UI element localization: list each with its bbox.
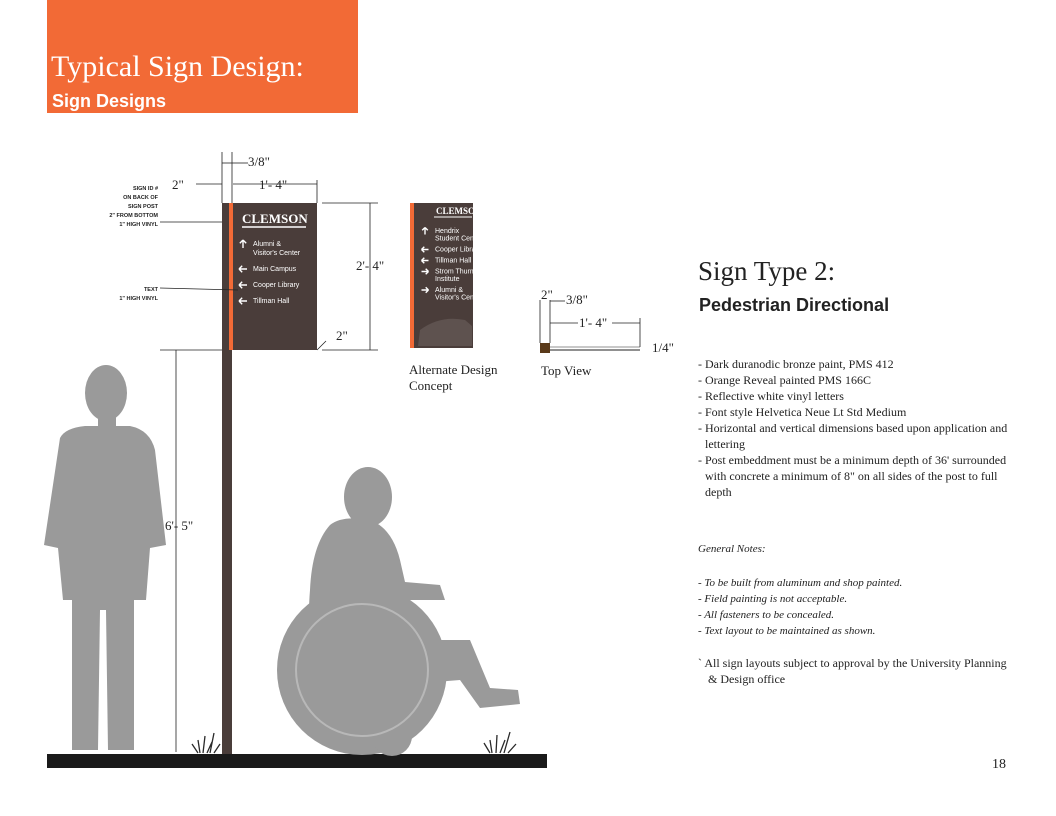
sign-direction-label: Tillman Hall	[435, 258, 472, 265]
sign-direction-label: Alumni &	[435, 287, 463, 294]
svg-text:1'- 4": 1'- 4"	[579, 315, 607, 330]
right-arrow-icon	[421, 268, 429, 275]
sign-direction-label: Cooper Library	[253, 282, 300, 289]
sign-logo: CLEMSON	[242, 211, 308, 226]
wheelchair-person-silhouette	[277, 467, 520, 756]
sign-direction-label: Strom Thurmond	[435, 269, 487, 276]
dimension-post-height: 6'- 5"	[165, 518, 193, 533]
note-item: - Text layout to be maintained as shown.	[698, 625, 876, 637]
tiger-mark-icon	[418, 318, 472, 346]
svg-text:Top View: Top View	[541, 363, 592, 378]
page-subtitle: Sign Designs	[52, 91, 167, 111]
svg-text:1" HIGH VINYL: 1" HIGH VINYL	[119, 222, 158, 228]
alternate-orange-reveal	[410, 203, 414, 348]
spec-list: - Dark duranodic bronze paint, PMS 412 -…	[698, 356, 1018, 500]
alternate-caption-line-1: Alternate Design	[409, 362, 498, 377]
sign-type-title: Sign Type 2:	[698, 256, 836, 286]
text-note: TEXT 1" HIGH VINYL	[119, 287, 158, 302]
spec-item: - Reflective white vinyl letters	[698, 389, 844, 403]
note-item: - To be built from aluminum and shop pai…	[698, 577, 903, 589]
left-arrow-icon	[238, 281, 247, 289]
svg-text:TEXT: TEXT	[144, 287, 159, 293]
svg-text:3/8": 3/8"	[566, 292, 588, 307]
ground-line	[47, 754, 547, 768]
svg-text:2" FROM BOTTOM: 2" FROM BOTTOM	[109, 213, 158, 219]
left-arrow-icon	[238, 297, 247, 305]
sign-id-note: SIGN ID # ON BACK OF SIGN POST 2" FROM B…	[109, 186, 158, 228]
note-item: - All fasteners to be concealed.	[698, 609, 835, 621]
sign-direction-label: Visitor's Center	[435, 295, 483, 302]
page-title: Typical Sign Design:	[51, 50, 304, 83]
dimension-panel-height: 2'- 4"	[356, 258, 384, 273]
wheel-rim	[295, 603, 429, 737]
alternate-caption-line-2: Concept	[409, 378, 453, 393]
page-number: 18	[992, 757, 1006, 772]
spec-item: - Dark duranodic bronze paint, PMS 412	[698, 357, 894, 371]
svg-text:ON BACK OF: ON BACK OF	[123, 195, 158, 201]
right-arrow-icon	[421, 286, 429, 294]
general-notes-list: - To be built from aluminum and shop pai…	[698, 575, 1018, 639]
grass-icon	[191, 731, 517, 754]
sign-direction-label: Student Center	[435, 236, 483, 243]
sign-direction-label: Visitor's Center	[253, 250, 301, 257]
dimension-panel-width: 1'- 4"	[259, 177, 287, 192]
sign-direction-label: Institute	[435, 276, 460, 283]
alternate-sign-logo: CLEMSON	[436, 206, 482, 216]
left-arrow-icon	[238, 265, 247, 273]
general-notes-title: General Notes:	[698, 543, 766, 555]
standing-person-silhouette	[44, 365, 166, 750]
up-arrow-icon	[421, 227, 429, 235]
svg-text:2": 2"	[541, 287, 553, 302]
svg-text:SIGN ID #: SIGN ID #	[133, 186, 158, 192]
dimension-post-gap: 2"	[172, 177, 184, 192]
svg-text:1/4": 1/4"	[652, 340, 674, 355]
dimension-post-width: 3/8"	[248, 154, 270, 169]
sign-direction-label: Tillman Hall	[253, 298, 290, 305]
approval-note: ` All sign layouts subject to approval b…	[698, 656, 1007, 686]
up-arrow-icon	[239, 239, 247, 248]
spec-item: - Post embeddment must be a minimum dept…	[698, 453, 1007, 499]
left-arrow-icon	[421, 257, 429, 264]
orange-reveal	[229, 203, 233, 350]
note-item: - Field painting is not acceptable.	[698, 593, 848, 605]
svg-text:1" HIGH VINYL: 1" HIGH VINYL	[119, 296, 158, 302]
sign-post	[222, 203, 232, 754]
svg-text:SIGN POST: SIGN POST	[128, 204, 159, 210]
sign-type-subtitle: Pedestrian Directional	[699, 295, 890, 315]
spec-item: - Font style Helvetica Neue Lt Std Mediu…	[698, 405, 907, 419]
top-view-drawing: 2" 3/8" 1'- 4" 1/4" Top View	[539, 287, 674, 378]
spec-item: - Orange Reveal painted PMS 166C	[698, 373, 871, 387]
left-arrow-icon	[421, 246, 429, 253]
dimension-lines	[159, 152, 378, 752]
header-banner	[47, 0, 358, 113]
sign-direction-label: Alumni &	[253, 241, 281, 248]
spec-item: - Horizontal and vertical dimensions bas…	[698, 421, 1008, 451]
sign-direction-label: Cooper Library	[435, 247, 482, 254]
dimension-panel-depth: 2"	[336, 328, 348, 343]
sign-direction-label: Hendrix	[435, 228, 460, 235]
sign-direction-label: Main Campus	[253, 266, 297, 273]
